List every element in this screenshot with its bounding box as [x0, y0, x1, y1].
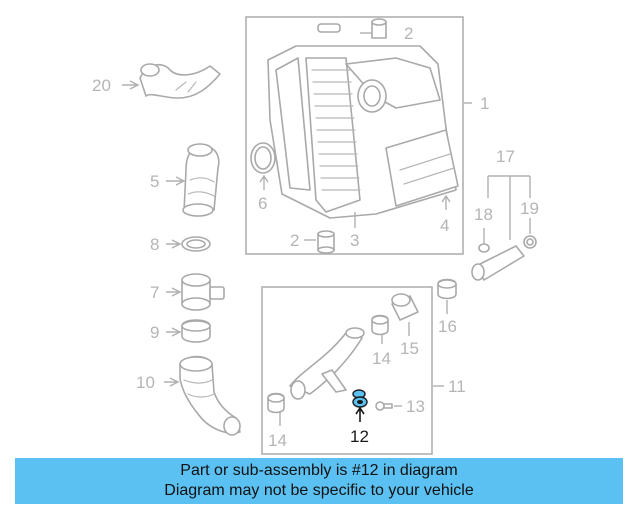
callout-5: 5: [150, 172, 159, 191]
callout-2-top: 2: [404, 24, 413, 43]
part-5-elbow-hose[interactable]: [182, 143, 220, 217]
callout-16: 16: [438, 317, 457, 336]
assembly-box-intake-duct: [261, 286, 433, 455]
part-2-grommet[interactable]: [317, 230, 335, 254]
callout-12: 12: [350, 427, 369, 446]
callout-10: 10: [136, 373, 155, 392]
callout-6: 6: [258, 194, 267, 213]
part-15-sleeve[interactable]: [391, 293, 419, 321]
banner-line-part: Part or sub-assembly is #12 in diagram: [180, 462, 458, 479]
callout-13: 13: [406, 397, 425, 416]
callout-17: 17: [496, 147, 515, 166]
part-14-clamp-upper[interactable]: [371, 314, 389, 336]
callout-9: 9: [150, 323, 159, 342]
part-20-intake-hose[interactable]: [139, 63, 221, 99]
callout-2-bottom: 2: [290, 231, 299, 250]
callout-19: 19: [520, 199, 539, 218]
assembly-box-air-cleaner: [245, 16, 464, 255]
part-1-air-cleaner-assembly[interactable]: [267, 18, 459, 219]
callout-1: 1: [480, 94, 489, 113]
callout-3: 3: [350, 231, 359, 250]
part-8-o-ring[interactable]: [181, 236, 211, 252]
part-12-highlighted-grommet[interactable]: [352, 389, 368, 408]
part-19-seal[interactable]: [523, 235, 537, 249]
part-11-intake-duct[interactable]: [289, 327, 365, 400]
part-7-airflow-sensor[interactable]: [181, 273, 225, 311]
part-17-breather-tube[interactable]: [471, 175, 531, 281]
parts-diagram: 1 2 2 3 4 5 6 7 8 9 10 11 12 13 14 14 15…: [92, 16, 539, 455]
callout-8: 8: [150, 235, 159, 254]
callout-18: 18: [474, 205, 493, 224]
callout-14-lower: 14: [268, 431, 287, 450]
callout-15: 15: [400, 339, 419, 358]
part-14-clamp-lower[interactable]: [267, 392, 285, 414]
banner-line-disclaimer: Diagram may not be specific to your vehi…: [164, 482, 474, 499]
part-10-lower-hose[interactable]: [179, 355, 241, 436]
callout-14-upper: 14: [372, 349, 391, 368]
part-16-clamp[interactable]: [437, 278, 457, 300]
part-6-gasket[interactable]: [250, 142, 276, 174]
part-13-fitting[interactable]: [375, 401, 393, 411]
callout-11: 11: [448, 377, 466, 396]
callout-7: 7: [150, 283, 159, 302]
callout-4: 4: [440, 216, 449, 235]
callout-20: 20: [92, 76, 111, 95]
part-18-seal[interactable]: [478, 243, 490, 253]
part-9-clamp[interactable]: [181, 319, 211, 343]
info-banner: Part or sub-assembly is #12 in diagram D…: [15, 458, 623, 504]
